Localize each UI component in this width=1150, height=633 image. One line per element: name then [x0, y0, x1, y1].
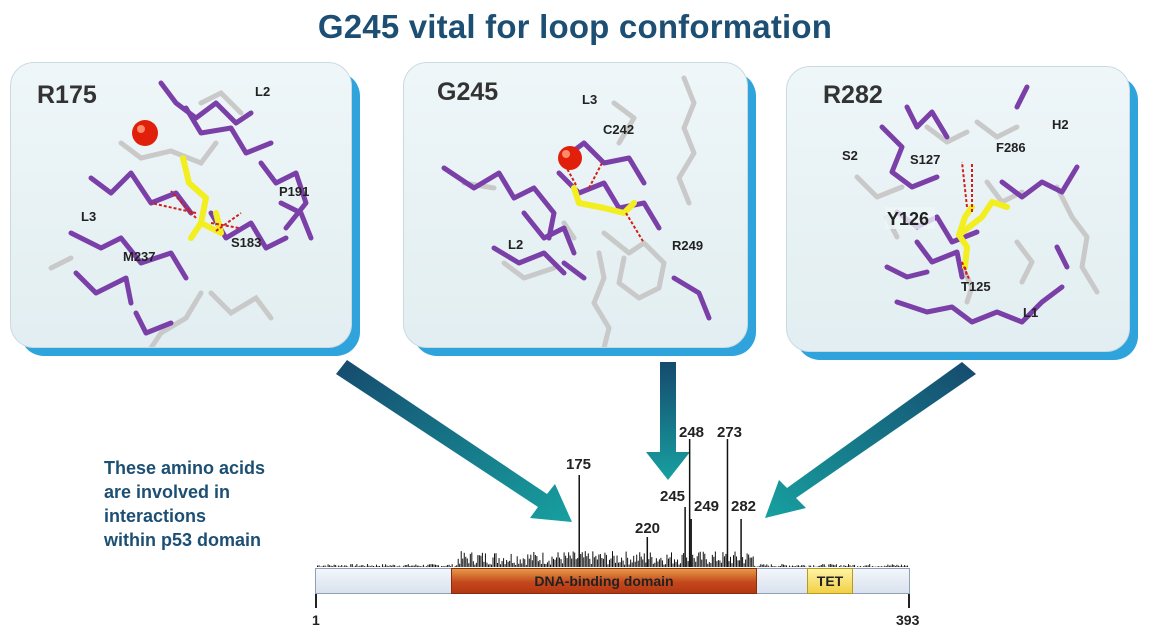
structure-panel-r282: H2 S2 S127 F286 Y126 T125 L1 R282	[786, 66, 1140, 362]
peak-label-273: 273	[717, 424, 743, 441]
label-r249: R249	[672, 238, 703, 253]
side-text-line: are involved in	[104, 482, 231, 502]
r175-structure-image: L2 L3 P191 S183 M237	[48, 80, 314, 347]
label-y126: Y126	[887, 209, 929, 229]
panel-title-g245: G245	[437, 78, 499, 106]
side-text-line: within p53 domain	[104, 530, 262, 550]
label-l2: L2	[508, 237, 523, 252]
peak-label-248: 248	[679, 424, 705, 441]
structure-panel-r175: L2 L3 P191 S183 M237 R175	[10, 62, 362, 358]
axis-start-label: 1	[312, 612, 320, 628]
label-s127: S127	[910, 152, 940, 167]
label-p191: P191	[279, 184, 309, 199]
side-description: These amino acids are involved in intera…	[104, 456, 324, 552]
label-f286: F286	[996, 140, 1026, 155]
label-l3: L3	[582, 92, 597, 107]
label-m237: M237	[123, 249, 156, 264]
arrow-r175	[336, 360, 572, 522]
axis-end-label: 393	[896, 612, 920, 628]
label-l2: L2	[255, 84, 270, 99]
peak-label-249: 249	[694, 498, 720, 515]
side-text-line: These amino acids	[104, 458, 266, 478]
label-c242: C242	[603, 122, 634, 137]
peak-label-282: 282	[731, 498, 757, 515]
arrow-g245	[646, 362, 690, 480]
label-s2: S2	[842, 148, 858, 163]
label-s183: S183	[231, 235, 261, 250]
side-text-line: interactions	[104, 506, 207, 526]
peak-label-245: 245	[660, 488, 686, 505]
panel-title-r175: R175	[37, 81, 97, 109]
g245-structure-image: L3 C242 L2 R249	[441, 75, 712, 347]
arrow-r282	[765, 362, 976, 518]
slide-title: G245 vital for loop conformation	[317, 8, 833, 45]
peak-label-175: 175	[566, 456, 592, 473]
label-l1: L1	[1023, 305, 1038, 320]
r282-structure-image: H2 S2 S127 F286 Y126 T125 L1	[842, 84, 1100, 325]
label-t125: T125	[961, 279, 991, 294]
panel-title-r282: R282	[823, 81, 883, 109]
tet-domain: TET	[807, 568, 853, 594]
label-l3: L3	[81, 209, 96, 224]
structure-panel-g245: L3 C242 L2 R249 G245	[403, 62, 758, 358]
peak-label-220: 220	[635, 520, 661, 537]
label-h2: H2	[1052, 117, 1069, 132]
dna-binding-domain: DNA-binding domain	[451, 568, 757, 594]
